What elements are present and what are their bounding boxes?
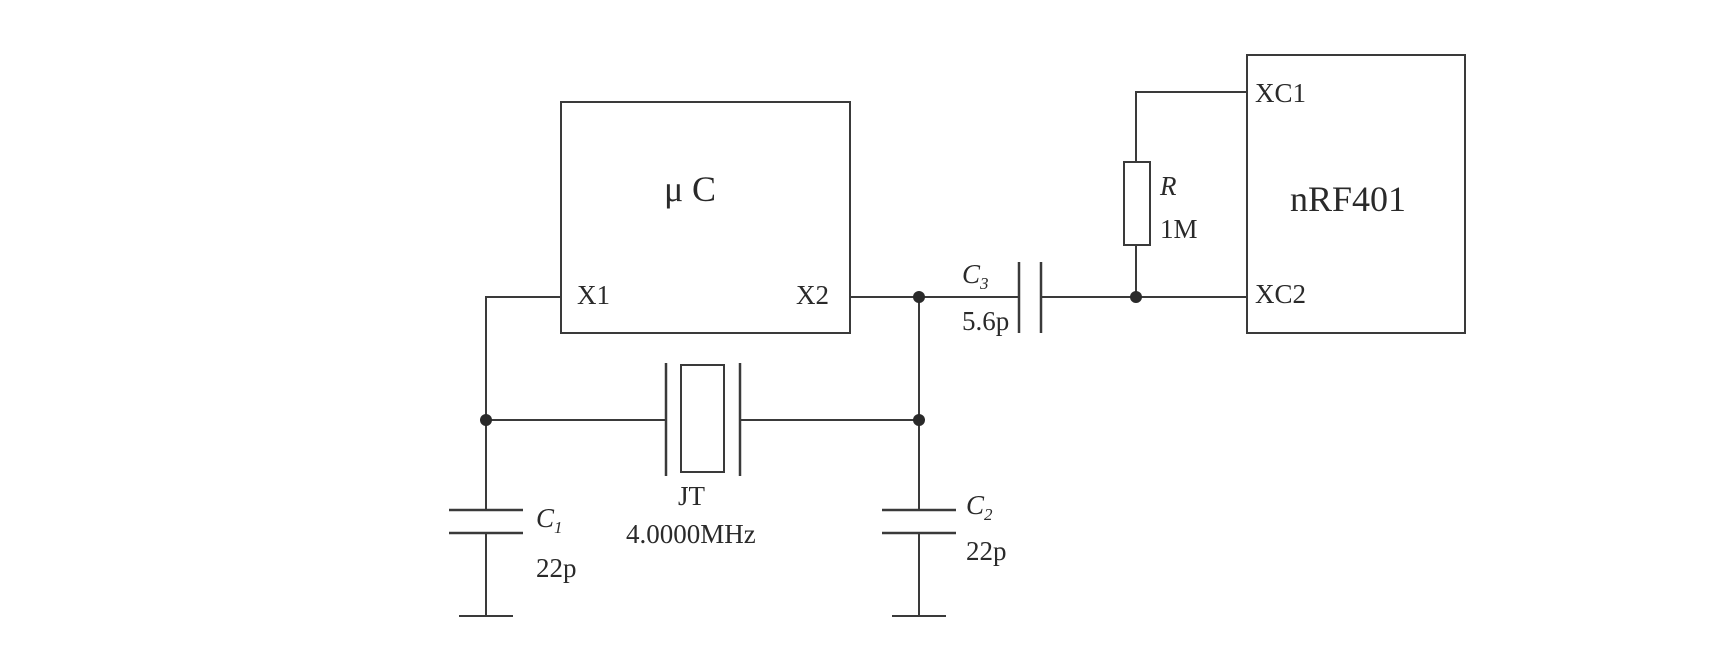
crystal-jt: JT 4.0000MHz <box>626 363 756 549</box>
c1-value: 22p <box>536 553 577 583</box>
junction-xc2 <box>1130 291 1142 303</box>
mcu-label-mu: μ <box>664 169 683 209</box>
crystal-value: 4.0000MHz <box>626 519 756 549</box>
resistor-body <box>1123 161 1151 246</box>
crystal-body <box>680 364 725 473</box>
wires <box>485 91 1247 616</box>
mcu-pin-x1-label: X1 <box>577 280 610 310</box>
wire-x1 <box>485 296 561 420</box>
resistor-value: 1M <box>1160 214 1198 244</box>
mcu-outline <box>560 101 851 334</box>
junction-x2 <box>913 291 925 303</box>
resistor-designator: R <box>1159 171 1177 201</box>
capacitor-c2: C2 22p <box>882 490 1007 566</box>
capacitor-c3: C3 5.6p <box>962 259 1043 336</box>
junction-right <box>913 414 925 426</box>
rf-pin-xc2-label: XC2 <box>1255 279 1306 309</box>
c3-value: 5.6p <box>962 306 1009 336</box>
crystal-designator: JT <box>678 481 706 511</box>
c2-index: 2 <box>984 505 993 524</box>
rf-module-outline <box>1246 54 1466 334</box>
capacitor-c1: C1 22p <box>449 503 577 583</box>
mcu-block: μ C X1 X2 <box>560 101 851 334</box>
mcu-label-c: C <box>692 169 716 209</box>
rf-module-label: nRF401 <box>1290 179 1406 219</box>
rf-module-block: nRF401 XC1 XC2 <box>1246 54 1466 334</box>
mcu-pin-x2-label: X2 <box>796 280 829 310</box>
junctions <box>480 291 1142 426</box>
c2-designator: C2 <box>966 490 993 524</box>
c3-index: 3 <box>979 274 989 293</box>
c3-designator: C3 <box>962 259 989 293</box>
junction-left <box>480 414 492 426</box>
rf-pin-xc1-label: XC1 <box>1255 78 1306 108</box>
wire-r-xc1 <box>1135 91 1247 162</box>
c2-value: 22p <box>966 536 1007 566</box>
resistor-r: R 1M <box>1123 161 1198 246</box>
c1-designator: C1 <box>536 503 563 537</box>
c1-index: 1 <box>554 518 563 537</box>
